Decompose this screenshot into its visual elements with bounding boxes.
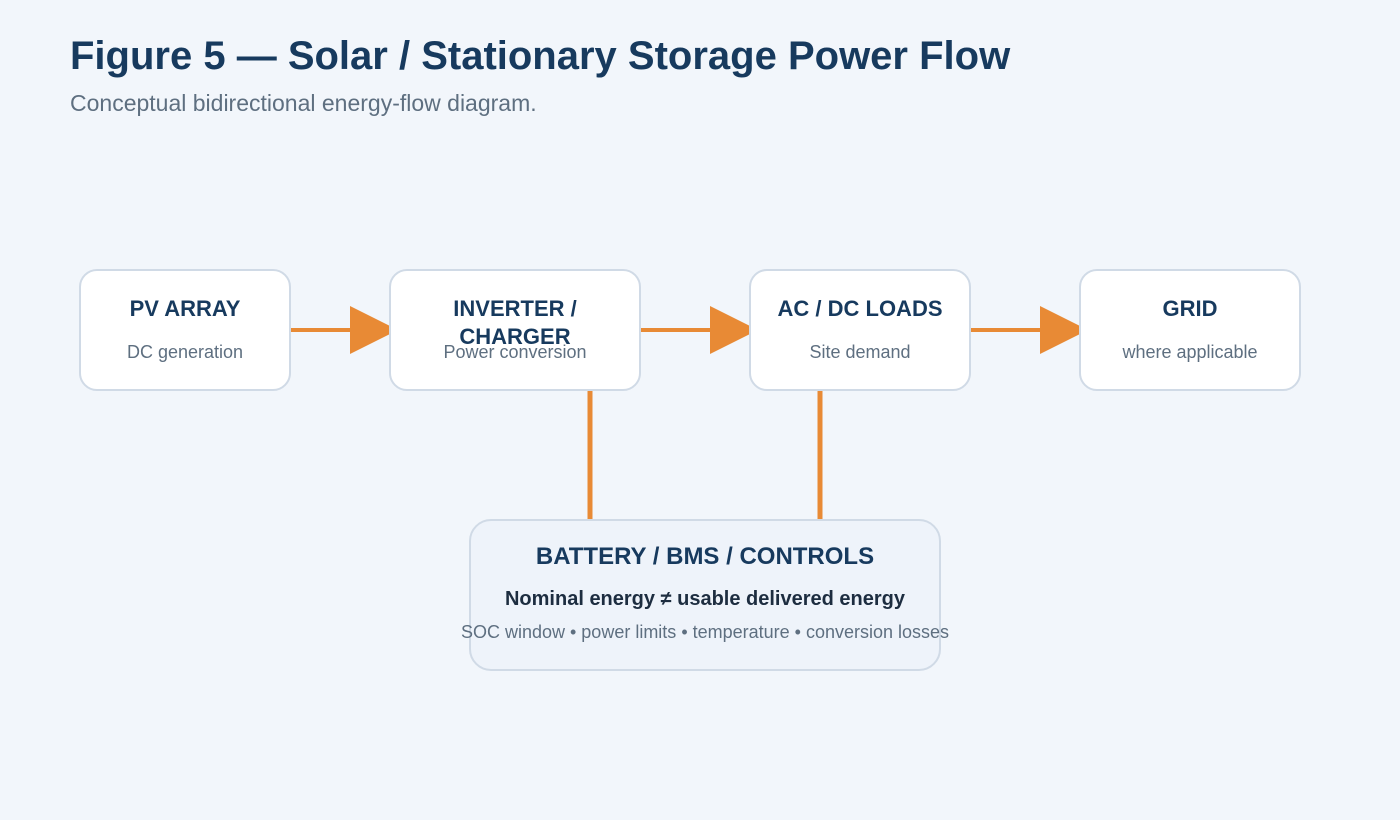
battery-title: BATTERY / BMS / CONTROLS <box>535 543 875 570</box>
battery-energy-note: Nominal energy ≠ usable delivered energy <box>504 588 905 610</box>
arrow-inverter-to-loads-head <box>710 306 758 354</box>
node-inverter-charger: INVERTER / CHARGER Power conversion <box>389 269 641 391</box>
node-pv-array: PV ARRAY DC generation <box>79 269 291 391</box>
node-subtitle: Power conversion <box>443 342 587 362</box>
node-subtitle: DC generation <box>126 342 244 362</box>
figure-subtitle: Conceptual bidirectional energy-flow dia… <box>70 90 537 116</box>
node-title: PV ARRAY <box>129 296 241 321</box>
figure-title: Figure 5 — Solar / Stationary Storage Po… <box>70 34 1011 78</box>
arrow-pv-to-inverter-head <box>350 306 398 354</box>
arrow-loads-to-grid-head <box>1040 306 1088 354</box>
node-battery-bms-controls: BATTERY / BMS / CONTROLS Nominal energy … <box>461 519 949 671</box>
node-title: GRID <box>1162 296 1218 321</box>
node-title: AC / DC LOADS <box>777 296 943 321</box>
node-subtitle: where applicable <box>1122 342 1258 362</box>
battery-factors: SOC window • power limits • temperature … <box>460 622 950 642</box>
node-subtitle: Site demand <box>809 342 911 362</box>
node-grid: GRID where applicable <box>1079 269 1301 391</box>
node-loads: AC / DC LOADS Site demand <box>749 269 971 391</box>
node-title: INVERTER / CHARGER <box>453 296 577 349</box>
